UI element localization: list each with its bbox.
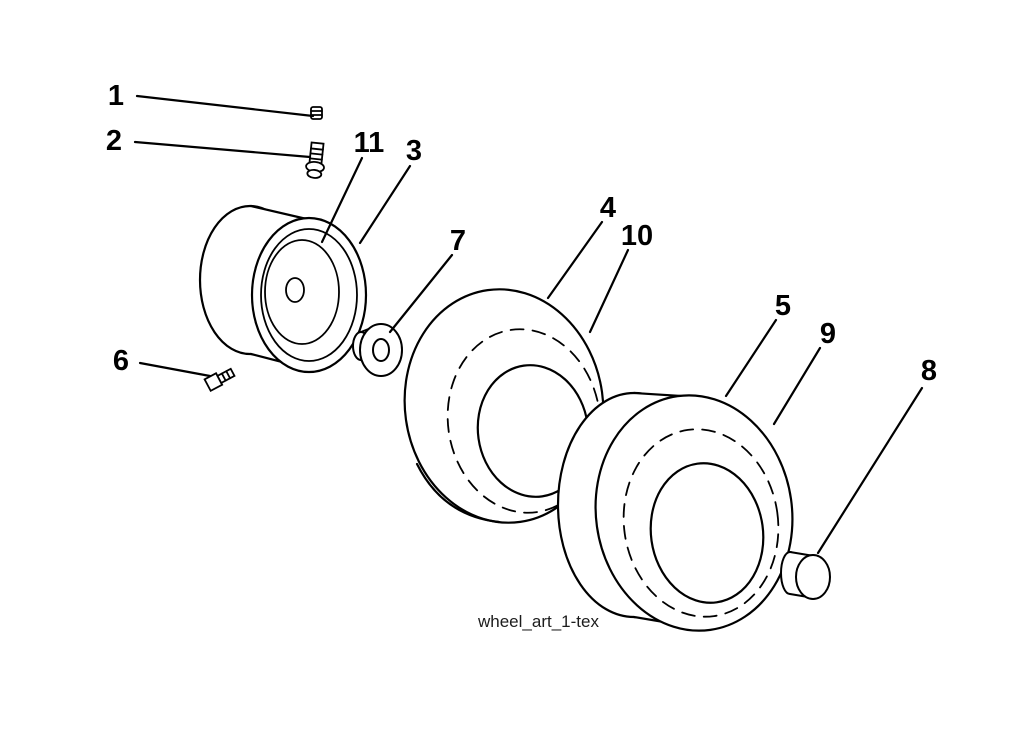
- part-label-5: 5: [775, 290, 791, 322]
- tire5-sidewall-dashed: [622, 428, 780, 618]
- leader-line-7: [388, 253, 454, 334]
- fitting-thread-1: [220, 372, 227, 382]
- leader-line-1: [135, 94, 315, 118]
- tire-part-5: [556, 391, 794, 632]
- leader-line-2: [133, 140, 312, 159]
- leader-line-9: [772, 346, 822, 426]
- part-label-1: 1: [108, 80, 124, 112]
- part-label-4: 4: [600, 192, 616, 224]
- diagram-caption: wheel_art_1-tex: [477, 612, 599, 631]
- valve-stem-thread-1: [310, 147, 324, 151]
- cap-face: [795, 554, 831, 600]
- leader-line-5: [724, 318, 778, 398]
- valve-cap-body: [310, 106, 323, 120]
- axle-cap-part: [780, 551, 831, 600]
- fitting-shank: [216, 367, 236, 385]
- tire4-outer: [403, 288, 605, 524]
- valve-cap-part: [310, 106, 323, 120]
- leader-line-4: [546, 220, 604, 300]
- part-label-2: 2: [106, 125, 122, 157]
- part-label-8: 8: [921, 355, 937, 387]
- grease-fitting-part: [203, 367, 236, 393]
- bushing-hole: [372, 338, 390, 362]
- rim-bead-ring: [260, 228, 358, 362]
- part-label-9: 9: [820, 318, 836, 350]
- tire4-tread-edge: [415, 462, 501, 524]
- leader-line-10: [588, 248, 630, 334]
- rim-hub-dish: [264, 239, 340, 345]
- valve-stem-base-2: [306, 168, 323, 179]
- valve-stem-thread-2: [309, 152, 324, 156]
- rim-center-hole: [285, 277, 305, 303]
- tire5-bead-hole: [649, 462, 765, 604]
- leader-line-11: [320, 156, 364, 244]
- part-labels: 1 2 11 3 7 4 10 5 9 8 6: [106, 80, 937, 387]
- fitting-thread-2: [225, 370, 231, 380]
- part-label-10: 10: [621, 220, 653, 252]
- valve-stem-thread-3: [309, 157, 323, 161]
- part-label-6: 6: [113, 345, 129, 377]
- leader-line-3: [358, 164, 412, 245]
- valve-stem-part: [305, 141, 325, 179]
- part-label-7: 7: [450, 225, 466, 257]
- bushing-face: [359, 323, 403, 377]
- part-label-3: 3: [406, 135, 422, 167]
- flange-bushing-part: [352, 323, 403, 377]
- leader-line-6: [138, 361, 212, 378]
- leader-line-8: [816, 386, 924, 555]
- leader-lines: [133, 94, 924, 555]
- wheel-rim-part: [198, 204, 368, 374]
- part-label-11: 11: [354, 127, 385, 159]
